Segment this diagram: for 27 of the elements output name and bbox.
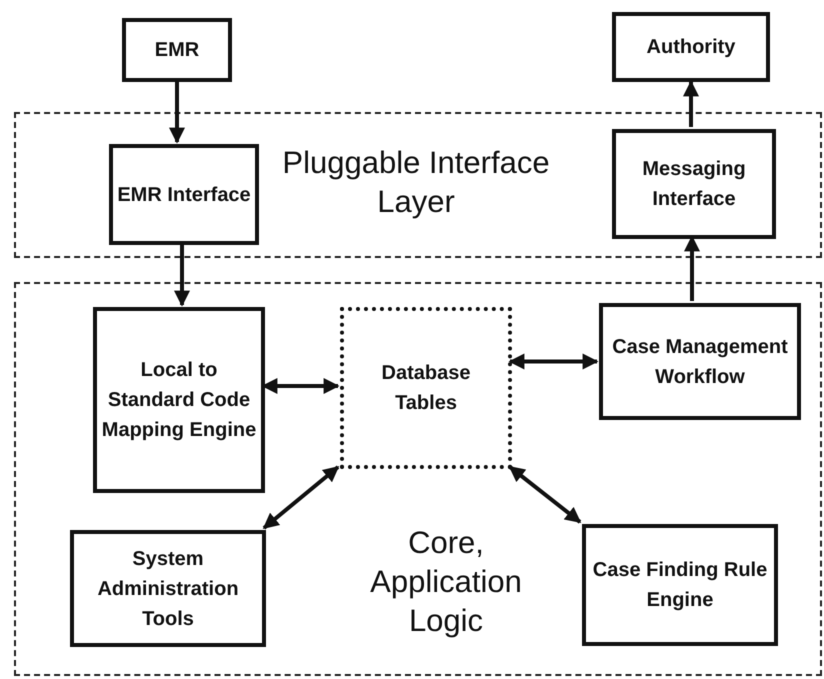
component-box	[70, 530, 266, 647]
component-box	[599, 303, 801, 420]
arrow	[508, 465, 582, 524]
layer-label: Core, Application Logic	[369, 524, 523, 640]
box-label: Local to Standard Code Mapping Engine	[100, 358, 258, 443]
component-box	[612, 129, 776, 239]
box-label: EMR	[154, 38, 200, 63]
component-box	[93, 307, 265, 493]
component-box	[109, 144, 259, 245]
component-box	[612, 12, 770, 82]
component-box	[582, 524, 778, 646]
layer-region	[14, 112, 822, 258]
arrow	[683, 80, 699, 127]
box-label: Database Tables	[380, 361, 472, 416]
box-label: Authority	[646, 35, 736, 60]
component-box	[122, 18, 232, 82]
box-label: System Administration Tools	[96, 546, 240, 632]
box-label: Case Management Workflow	[611, 334, 789, 390]
database-box	[340, 307, 512, 469]
box-label: Messaging Interface	[641, 157, 747, 212]
arrow	[169, 82, 185, 144]
arrow	[174, 243, 190, 307]
arrow	[262, 465, 340, 530]
box-label: EMR Interface	[116, 182, 252, 208]
box-label: Case Finding Rule Engine	[592, 558, 768, 613]
layer-region	[14, 282, 822, 676]
layer-label: Pluggable Interface Layer	[281, 144, 551, 221]
